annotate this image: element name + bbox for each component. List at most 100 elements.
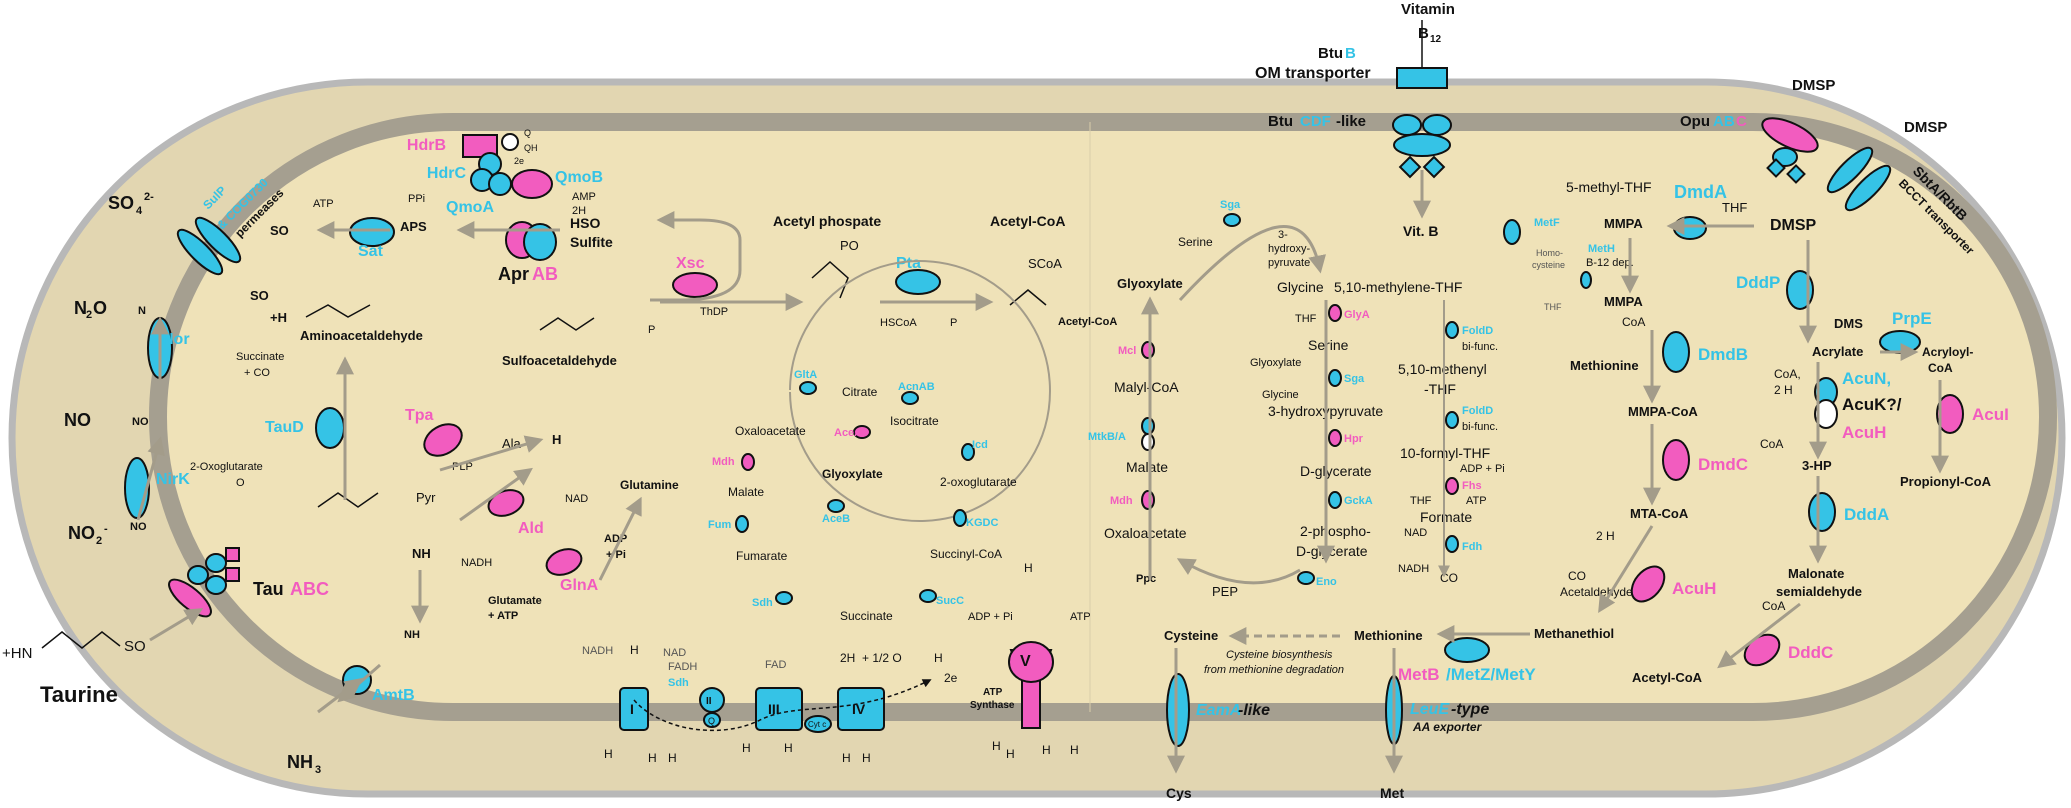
pta-protein	[895, 269, 941, 295]
sdh-label: Sdh	[752, 597, 773, 609]
taurine-structure	[41, 631, 121, 649]
btucdf-part	[1393, 133, 1451, 157]
qmoa-label: QmoA	[446, 199, 494, 216]
no2-outside-sup: -	[104, 523, 108, 535]
leue-label: LeuE	[1410, 701, 1450, 718]
etc-h-syn2: H	[1006, 747, 1015, 761]
fumarate-label: Fumarate	[736, 549, 788, 563]
etc-h2o: H	[934, 651, 943, 665]
fhs-label: Fhs	[1462, 480, 1482, 492]
cys-bio-b: from methionine degradation	[1204, 664, 1344, 676]
thdp-label: ThDP	[700, 306, 728, 318]
meth-thf: THF	[1544, 302, 1562, 312]
opuabc-transporter	[1761, 117, 1819, 153]
etc-h-bottom4: H	[742, 741, 751, 755]
acuh-protein	[1630, 565, 1666, 603]
glyoxylate-top: Glyoxylate	[1117, 276, 1183, 291]
h3n-label: +H	[270, 310, 287, 325]
acuk-protein	[1814, 399, 1838, 429]
om-transporter-label: OM transporter	[1255, 65, 1371, 82]
etc-fadh2: FADH	[668, 661, 697, 673]
apr-label-a: Apr	[498, 264, 529, 284]
electron-transport: I II Q III Cyt c IV NADH H NAD FADH Sdh …	[582, 561, 1091, 765]
icd-dot	[961, 443, 975, 461]
metzy-label: /MetZ/MetY	[1446, 665, 1536, 684]
citrate-label: Citrate	[842, 385, 878, 399]
phospho-a: 2-phospho-	[1300, 523, 1371, 539]
etc-h-syn3: H	[1042, 743, 1051, 757]
opuabc-part	[1766, 158, 1786, 178]
hdrb-label: HdrB	[407, 137, 446, 154]
sulfite-label: Sulfite	[570, 234, 613, 250]
dmdb-label: DmdB	[1698, 345, 1748, 364]
acetyl-phosphate-structure	[811, 260, 849, 299]
pta-label: Pta	[896, 255, 921, 272]
icd-label: Icd	[972, 439, 988, 451]
malonate-b: semialdehyde	[1776, 584, 1862, 599]
eama-protein	[1166, 673, 1190, 747]
po3-label: PO	[840, 238, 859, 253]
acryloyl-b: CoA	[1928, 361, 1953, 375]
etc-fad: FAD	[765, 659, 786, 671]
etc-2h: 2H	[840, 651, 855, 665]
pep-label: PEP	[1212, 584, 1238, 599]
folate-nadh: NADH	[1398, 563, 1429, 575]
amtb-label: AmtB	[372, 687, 415, 704]
sulfoacetaldehyde-label: Sulfoacetaldehyde	[502, 353, 617, 368]
mcl-label: Mcl	[1118, 345, 1136, 357]
nh3-label: NH	[412, 546, 431, 561]
etc-h-bottom3: H	[668, 751, 677, 765]
hpr-label: Hpr	[1344, 433, 1364, 445]
acun-h2o: 2 H	[1774, 383, 1793, 397]
complex-iii-label: III	[768, 701, 780, 717]
sat-protein	[349, 217, 395, 247]
cytc-label: Cyt c	[808, 720, 826, 729]
etc-2e: 2e	[944, 671, 958, 685]
complex-ii-label: II	[706, 696, 712, 707]
serine-pathway: Sga Serine 3- hydroxy- pyruvate Glyoxyla…	[1088, 199, 1462, 599]
fum-dot	[735, 515, 749, 533]
met-outside: Met	[1380, 785, 1404, 801]
mdh-dot	[741, 453, 755, 471]
dmdc-label: DmdC	[1698, 455, 1748, 474]
taud-label: TauD	[265, 419, 304, 436]
acuh-h2o: 2 H	[1596, 529, 1615, 543]
btucdf-part	[1422, 155, 1446, 179]
ald-label: Ald	[518, 520, 544, 537]
folate-pathway: FoldD bi-func. 5,10-methenyl -THF FoldD …	[1398, 321, 1505, 585]
sulp-transporter	[176, 228, 224, 276]
sulfoacetaldehyde-structure	[539, 317, 595, 331]
sga-label: Sga	[1220, 199, 1241, 211]
qh2-label: QH	[524, 143, 538, 153]
glyoxylate2: Glyoxylate	[1250, 357, 1301, 369]
qmob-label: QmoB	[555, 169, 603, 186]
glycine2-label: Glycine	[1262, 389, 1299, 401]
methyl-thf-label: 5-methyl-THF	[1566, 179, 1652, 195]
glna-protein	[545, 548, 583, 576]
hso3-label: HSO	[570, 215, 600, 231]
mdh-serine-dot	[1141, 490, 1155, 510]
aa-exporter-label: AA exporter	[1412, 720, 1483, 734]
metb-protein	[1444, 637, 1490, 663]
q-pool	[703, 712, 721, 728]
no-in-label: NO	[132, 416, 149, 428]
so4-outside: SO	[108, 193, 134, 213]
no2-outside-sub: 2	[96, 535, 102, 547]
succinate-label: Succinate	[236, 351, 284, 363]
tauabc-part	[187, 565, 209, 585]
acetyl-coa-small: Acetyl-CoA	[1058, 316, 1117, 328]
tauabc-part	[205, 575, 227, 595]
acea-label: AceA	[834, 427, 862, 439]
mmpa2-label: MMPA	[1604, 294, 1643, 309]
mta-coa-label: MTA-CoA	[1630, 506, 1689, 521]
foldd2-dot	[1445, 411, 1459, 429]
dmsp-outside-right: DMSP	[1904, 119, 1947, 136]
atp-plus-label: + ATP	[488, 610, 518, 622]
nh3-outside: NH	[287, 752, 313, 772]
mmpa-coa-label: MMPA-CoA	[1628, 404, 1698, 419]
two-h-label: 2H	[572, 205, 586, 217]
isocitrate-label: Isocitrate	[890, 414, 939, 428]
folate-atp: ATP	[1466, 495, 1487, 507]
tca-circle	[789, 260, 1051, 522]
